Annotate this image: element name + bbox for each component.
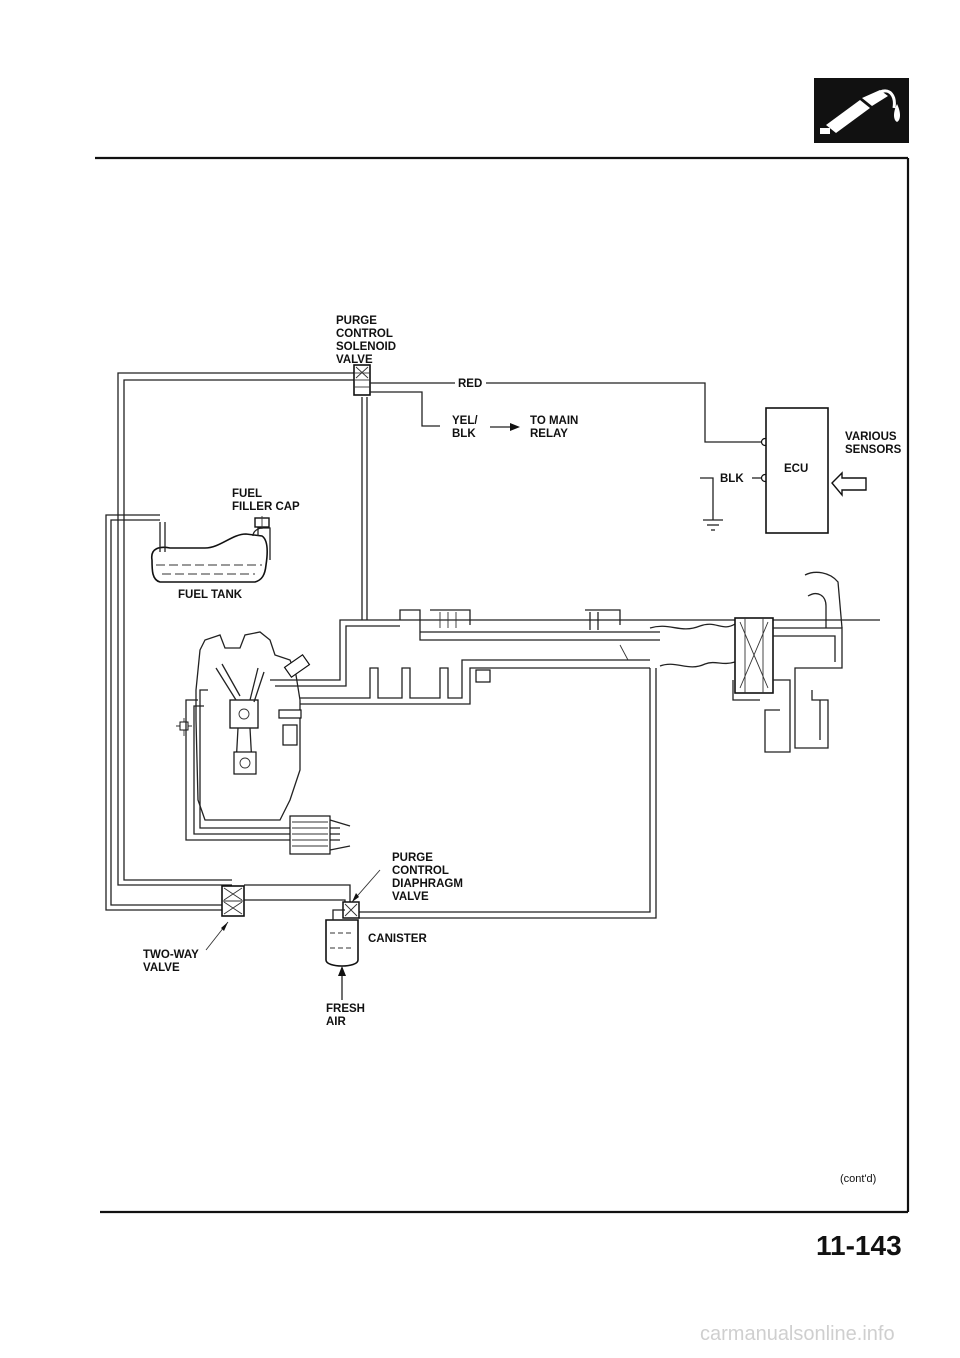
air-cleaner [649,571,843,753]
continued-note: (cont'd) [840,1173,876,1185]
purge-solenoid-label-4: VALVE [336,354,373,366]
purge-solenoid-label-3: SOLENOID [336,341,396,353]
fresh-air-label-2: AIR [326,1016,347,1028]
wire-blk-label: BLK [720,473,744,485]
fuel-filler-cap [254,516,270,529]
wiring [370,382,770,531]
purge-control-solenoid-valve [353,364,371,396]
purge-diaphragm-label-4: VALVE [392,891,429,903]
purge-control-diaphragm-valve [342,901,360,919]
purge-solenoid-label-2: CONTROL [336,328,393,340]
fuel-filler-cap-label-1: FUEL [232,488,262,500]
engine-cutaway [176,631,311,821]
page-frame [95,156,910,1214]
wire-yel-blk-label-1: YEL/ [452,415,478,427]
fresh-air-label-1: FRESH [326,1003,365,1015]
fuel-tank-label: FUEL TANK [178,589,243,601]
ecu-box [765,407,829,534]
fuel-pump-nozzle-icon [814,78,909,143]
various-sensors-label-2: SENSORS [845,444,902,456]
canister-label: CANISTER [368,933,427,945]
vapor-lines [105,372,657,919]
purge-solenoid-label-1: PURGE [336,315,377,327]
two-way-valve-label-1: TWO-WAY [143,949,199,961]
purge-diaphragm-label-2: CONTROL [392,865,449,877]
fuel-filler-cap-label-2: FILLER CAP [232,501,300,513]
intake-pipes [185,619,880,855]
intake-manifold [300,609,660,705]
wire-red-label: RED [458,378,482,390]
various-sensors-label-1: VARIOUS [845,431,897,443]
to-main-relay-label-1: TO MAIN [530,415,578,427]
canister [325,909,359,1000]
leader-lines [205,869,381,951]
watermark: carmanualsonline.info [700,1323,895,1345]
wire-yel-blk-label-2: BLK [452,428,476,440]
to-main-relay-label-2: RELAY [530,428,568,440]
two-way-valve [221,885,245,917]
ecu-label: ECU [784,463,808,475]
page-number: 11-143 [816,1230,902,1261]
purge-diaphragm-label-1: PURGE [392,852,433,864]
fuel-tank [150,522,271,583]
two-way-valve-label-2: VALVE [143,962,180,974]
sensor-input-arrow [831,471,867,497]
purge-diaphragm-label-3: DIAPHRAGM [392,878,463,890]
